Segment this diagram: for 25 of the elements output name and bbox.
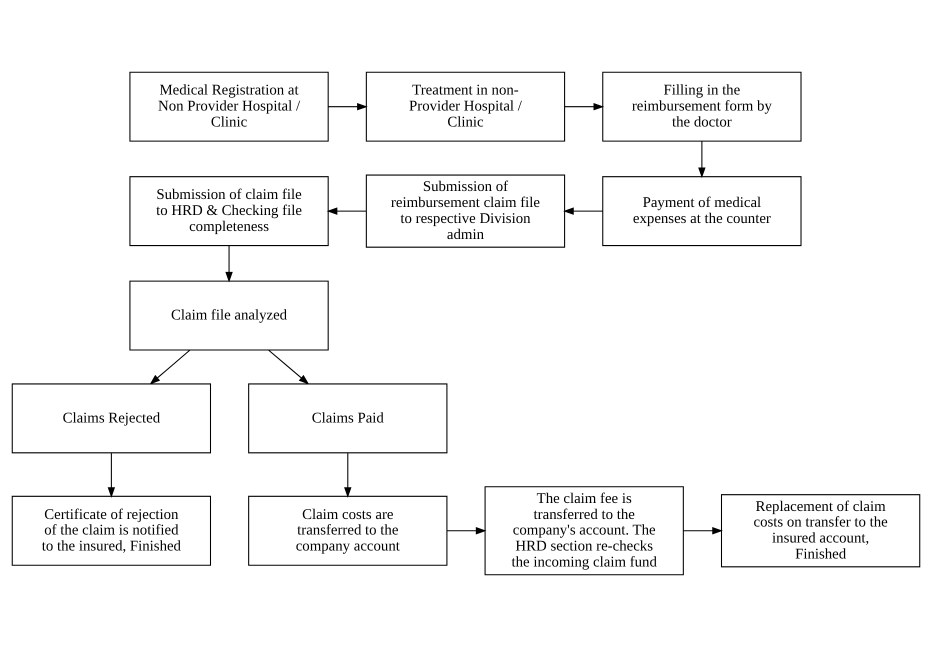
arrow	[150, 350, 190, 385]
node-box: Claims Paid	[248, 383, 448, 454]
node-box: Treatment in non-Provider Hospital / Clinic	[366, 72, 566, 142]
node-box: The claim fee is transferred to the company's account. The HRD section re-checks the incoming claim fund	[484, 486, 684, 576]
node-box: Replacement of claim costs on transfer to the insured account, Finished	[720, 494, 920, 568]
arrow	[326, 207, 366, 215]
arrow	[344, 453, 352, 498]
node-box: Submission of claim file to HRD & Checking file completeness	[129, 176, 329, 246]
arrow	[225, 246, 233, 283]
node-box: Filling in the reimbursement form by the doctor	[602, 72, 802, 142]
node-box: Claims Rejected	[12, 383, 212, 454]
arrow	[698, 141, 706, 178]
arrow	[563, 207, 603, 215]
arrow	[108, 453, 116, 498]
arrow	[564, 102, 604, 110]
arrow	[447, 527, 486, 534]
node-box: Payment of medical expenses at the counter	[602, 176, 802, 246]
node-box: Claim costs are transferred to the company account	[248, 496, 448, 566]
arrow	[683, 527, 723, 534]
node-box: Certificate of rejection of the claim is notified to the insured, Finished	[12, 496, 212, 566]
arrow	[328, 102, 368, 110]
arrow	[268, 350, 310, 385]
node-box: Claim file analyzed	[129, 280, 329, 351]
node-box: Medical Registration at Non Provider Hospital / Clinic	[129, 72, 329, 142]
node-box: Submission of reimbursement claim file to respective Division admin	[366, 174, 566, 248]
